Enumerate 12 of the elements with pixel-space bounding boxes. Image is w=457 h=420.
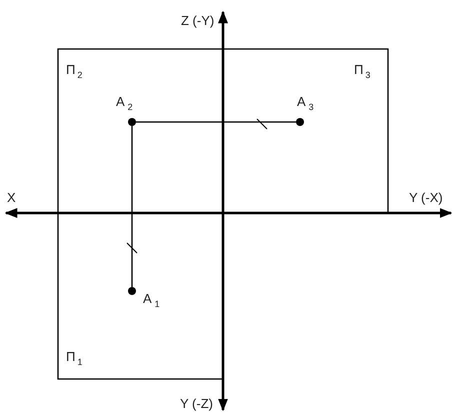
axis-label: Y (-Z) <box>180 396 213 411</box>
axis-label: X <box>7 190 16 205</box>
point-label: A$_{3}$ <box>297 94 314 114</box>
projection-link-line <box>136 121 296 123</box>
point-label: A$_{2}$ <box>116 94 133 114</box>
axis-label: Z (-Y) <box>181 13 214 28</box>
projection-link-line <box>131 126 133 287</box>
point-label: A$_{1}$ <box>143 291 160 311</box>
axis-label: Y (-X) <box>409 190 443 205</box>
plane-label: П$_{1}$ <box>66 349 82 369</box>
plane-label: П$_{3}$ <box>354 62 370 82</box>
plane-label: П$_{2}$ <box>66 62 82 82</box>
